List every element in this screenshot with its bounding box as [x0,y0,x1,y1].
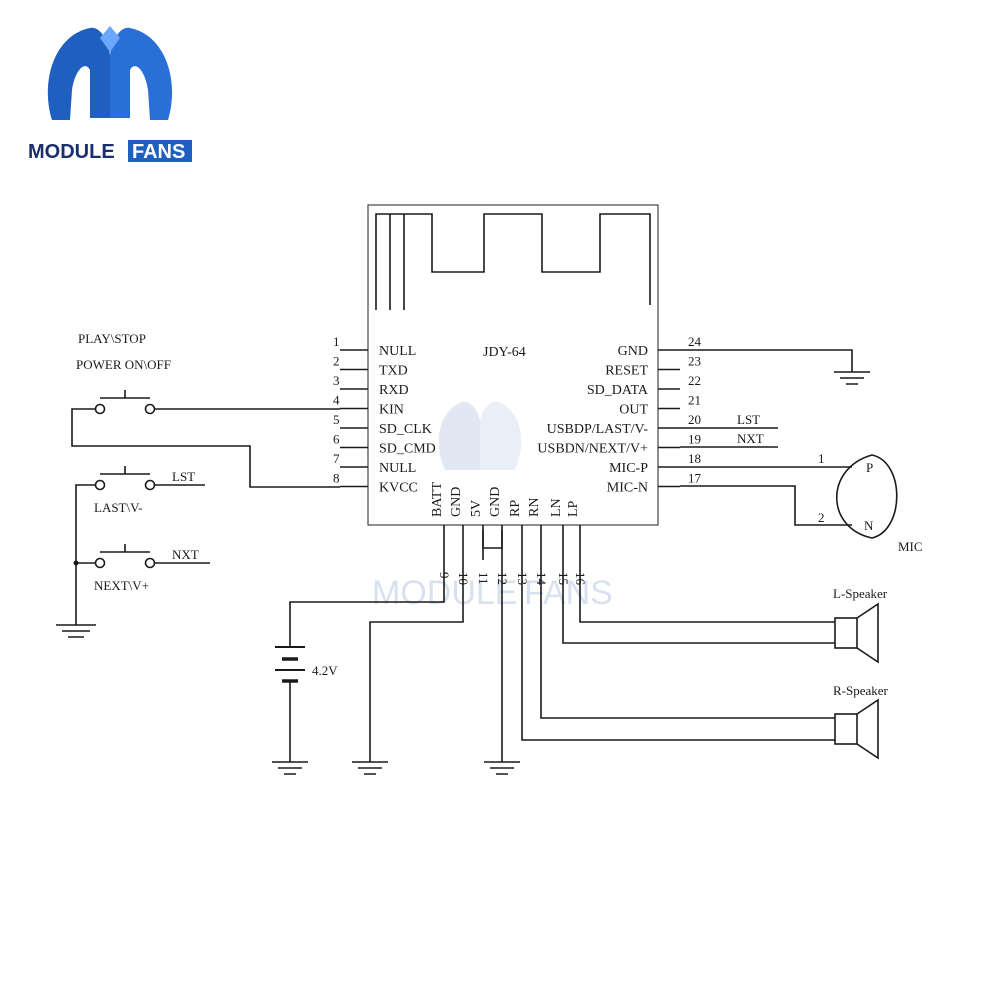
left-pin-name: TXD [379,364,408,379]
bottom-pin-name: LN [549,498,564,517]
module-name: JDY-64 [483,345,526,360]
left-pin-name: RXD [379,383,409,398]
right-pin-name: MIC-P [609,461,648,476]
bottom-pin-name: BATT [430,482,445,517]
right-pin-number: 20 [688,412,701,427]
microphone: 1 2 P N MIC [680,451,923,554]
bottom-pin-name: GND [488,487,503,517]
right-pin-number: 24 [688,334,702,349]
label-l-speaker: L-Speaker [833,586,888,601]
label-lst-left: LST [172,469,195,484]
label-play-stop: PLAY\STOP [78,331,146,346]
left-pin-name: KIN [379,403,404,418]
left-pin-name: KVCC [379,481,418,496]
jdy64-module: JDY-64 [367,204,659,526]
right-pin-number: 17 [688,471,702,486]
left-pin-name: NULL [379,344,416,359]
ground-pin-10 [352,560,464,775]
r-speaker: R-Speaker [521,560,889,760]
label-r-speaker: R-Speaker [833,683,889,698]
bottom-pin-name: GND [449,487,464,517]
ground-pin-24 [680,349,870,385]
mic-pin-2: 2 [818,510,825,525]
mic-terminal-n: N [864,518,874,533]
bottom-pin-name: RP [508,500,523,517]
left-pin-name: SD_CMD [379,442,436,457]
l-speaker: L-Speaker [562,560,888,664]
left-pin-number: 3 [333,373,340,388]
right-pin-name: MIC-N [607,481,648,496]
label-mic: MIC [898,539,923,554]
bottom-pin-name: RN [527,498,542,517]
watermark-fans: FANS [524,574,613,612]
label-last-button: LAST\V- [94,500,143,515]
logo-word-fans: FANS [132,141,185,163]
bottom-pin-name: 5V [469,500,484,517]
bottom-pin-number: 11 [476,572,491,585]
bottom-pin-name: LP [566,500,581,517]
right-pin-number: 22 [688,373,701,388]
play-stop-button: PLAY\STOP POWER ON\OFF [71,331,340,488]
left-pin-name: SD_CLK [379,422,432,437]
mic-pin-1: 1 [818,451,825,466]
battery: 4.2V [272,560,445,775]
left-pin-number: 4 [333,393,340,408]
label-power: POWER ON\OFF [76,357,171,372]
logo-word-module: MODULE [28,141,115,163]
last-button: LST LAST\V- [94,466,205,515]
label-nxt-left: NXT [172,547,199,562]
right-pin-name: RESET [605,364,648,379]
left-pin-number: 1 [333,334,340,349]
left-pin-number: 5 [333,412,340,427]
right-pin-name: OUT [619,403,648,418]
next-button: NXT NEXT\V+ [56,484,210,638]
label-next-button: NEXT\V+ [94,578,149,593]
mic-terminal-p: P [866,460,873,475]
left-pin-number: 6 [333,432,340,447]
right-pin-name: USBDN/NEXT/V+ [537,442,648,457]
left-pin-number: 8 [333,471,340,486]
right-pin-name: USBDP/LAST/V- [547,422,649,437]
ground-pin-12 [482,530,520,775]
right-pin-number: 21 [688,393,701,408]
module-fans-logo: MODULE FANS [28,26,192,163]
lst-nxt-right: LST NXT [680,412,778,448]
left-pin-name: NULL [379,461,416,476]
right-pin-number: 23 [688,354,701,369]
left-pin-number: 2 [333,354,340,369]
right-pin-name: GND [618,344,648,359]
right-pin-name: SD_DATA [587,383,649,398]
right-pin-number: 18 [688,451,701,466]
label-nxt-right: NXT [737,431,764,446]
right-pin-number: 19 [688,432,701,447]
left-pin-number: 7 [333,451,340,466]
label-battery-voltage: 4.2V [312,663,338,678]
left-pin-group: 1NULL2TXD3RXD4KIN5SD_CLK6SD_CMD7NULL8KVC… [333,334,436,496]
label-lst-right: LST [737,412,760,427]
